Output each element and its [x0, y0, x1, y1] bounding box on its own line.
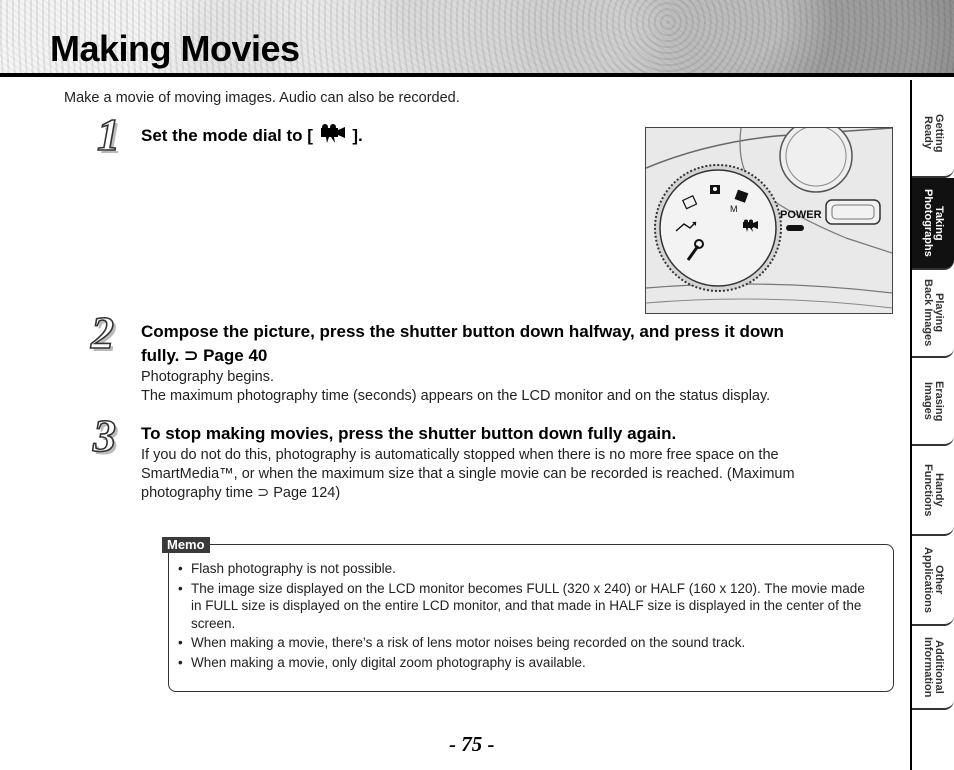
step-number-1: 1 [96, 109, 121, 160]
side-tab-other-applications[interactable]: Other Applications [912, 536, 954, 626]
power-label: POWER [780, 209, 822, 221]
header-banner: Making Movies [0, 0, 954, 74]
side-tab-additional-information[interactable]: Additional Information [912, 626, 954, 710]
page-title: Making Movies [50, 28, 300, 69]
side-tab-label: Taking Photographs [922, 189, 945, 257]
dial-m-label: M [730, 204, 738, 214]
memo-item: When making a movie, there’s a risk of l… [176, 634, 876, 652]
side-tab-playing-back-images[interactable]: Playing Back Images [912, 270, 954, 358]
step-3-body-line3: photography time ⊃ Page 124) [141, 485, 341, 501]
side-tab-handy-functions[interactable]: Handy Functions [912, 446, 954, 536]
side-tab-rule [910, 80, 912, 770]
step-2-body-line2: The maximum photography time (seconds) a… [141, 388, 771, 404]
side-tab-label: Getting Ready [922, 113, 945, 153]
memo-item: The image size displayed on the LCD moni… [176, 580, 876, 633]
side-tab-label: Handy Functions [922, 463, 945, 517]
memo-item: Flash photography is not possible. [176, 560, 876, 578]
header-rule [0, 73, 954, 77]
banner-texture [0, 0, 954, 74]
memo-tag: Memo [162, 537, 210, 553]
memo-item: When making a movie, only digital zoom p… [176, 654, 876, 672]
dial-movie-icon [743, 219, 758, 232]
step-2-body-line1: Photography begins. [141, 369, 275, 385]
side-tab-erasing-images[interactable]: Erasing Images [912, 358, 954, 446]
step-2-title-line1: Compose the picture, press the shutter b… [141, 322, 784, 341]
step-number-2: 2 [90, 307, 115, 358]
side-tab-label: Playing Back Images [922, 279, 945, 347]
movie-camera-icon [320, 124, 345, 143]
memo-list: Flash photography is not possible. The i… [176, 560, 876, 673]
intro-text: Make a movie of moving images. Audio can… [64, 90, 460, 106]
step-3-body-line2: SmartMedia™, or when the maximum size th… [141, 466, 795, 482]
side-tab-label: Additional Information [922, 636, 945, 698]
side-tab-getting-ready[interactable]: Getting Ready [912, 90, 954, 178]
mode-dial-illustration: M POWER [646, 128, 892, 313]
step-number-3: 3 [92, 410, 117, 461]
step-2-title-line2: fully. ⊃ Page 40 [141, 346, 268, 365]
mode-dial-figure: M POWER [645, 127, 893, 314]
side-tab-taking-photographs[interactable]: Taking Photographs [912, 178, 954, 270]
step-3-body-line1: If you do not do this, photography is au… [141, 447, 779, 463]
memo-box [168, 544, 894, 692]
step-1-title-after: ]. [352, 126, 363, 145]
step-3-title: To stop making movies, press the shutter… [141, 424, 677, 443]
step-1-title: Set the mode dial to [ ]. [141, 124, 363, 147]
page-number: - 75 - [449, 732, 495, 756]
side-tab-label: Erasing Images [922, 380, 945, 422]
side-tab-label: Other Applications [922, 546, 945, 613]
step-1-title-before: Set the mode dial to [ [141, 126, 313, 145]
